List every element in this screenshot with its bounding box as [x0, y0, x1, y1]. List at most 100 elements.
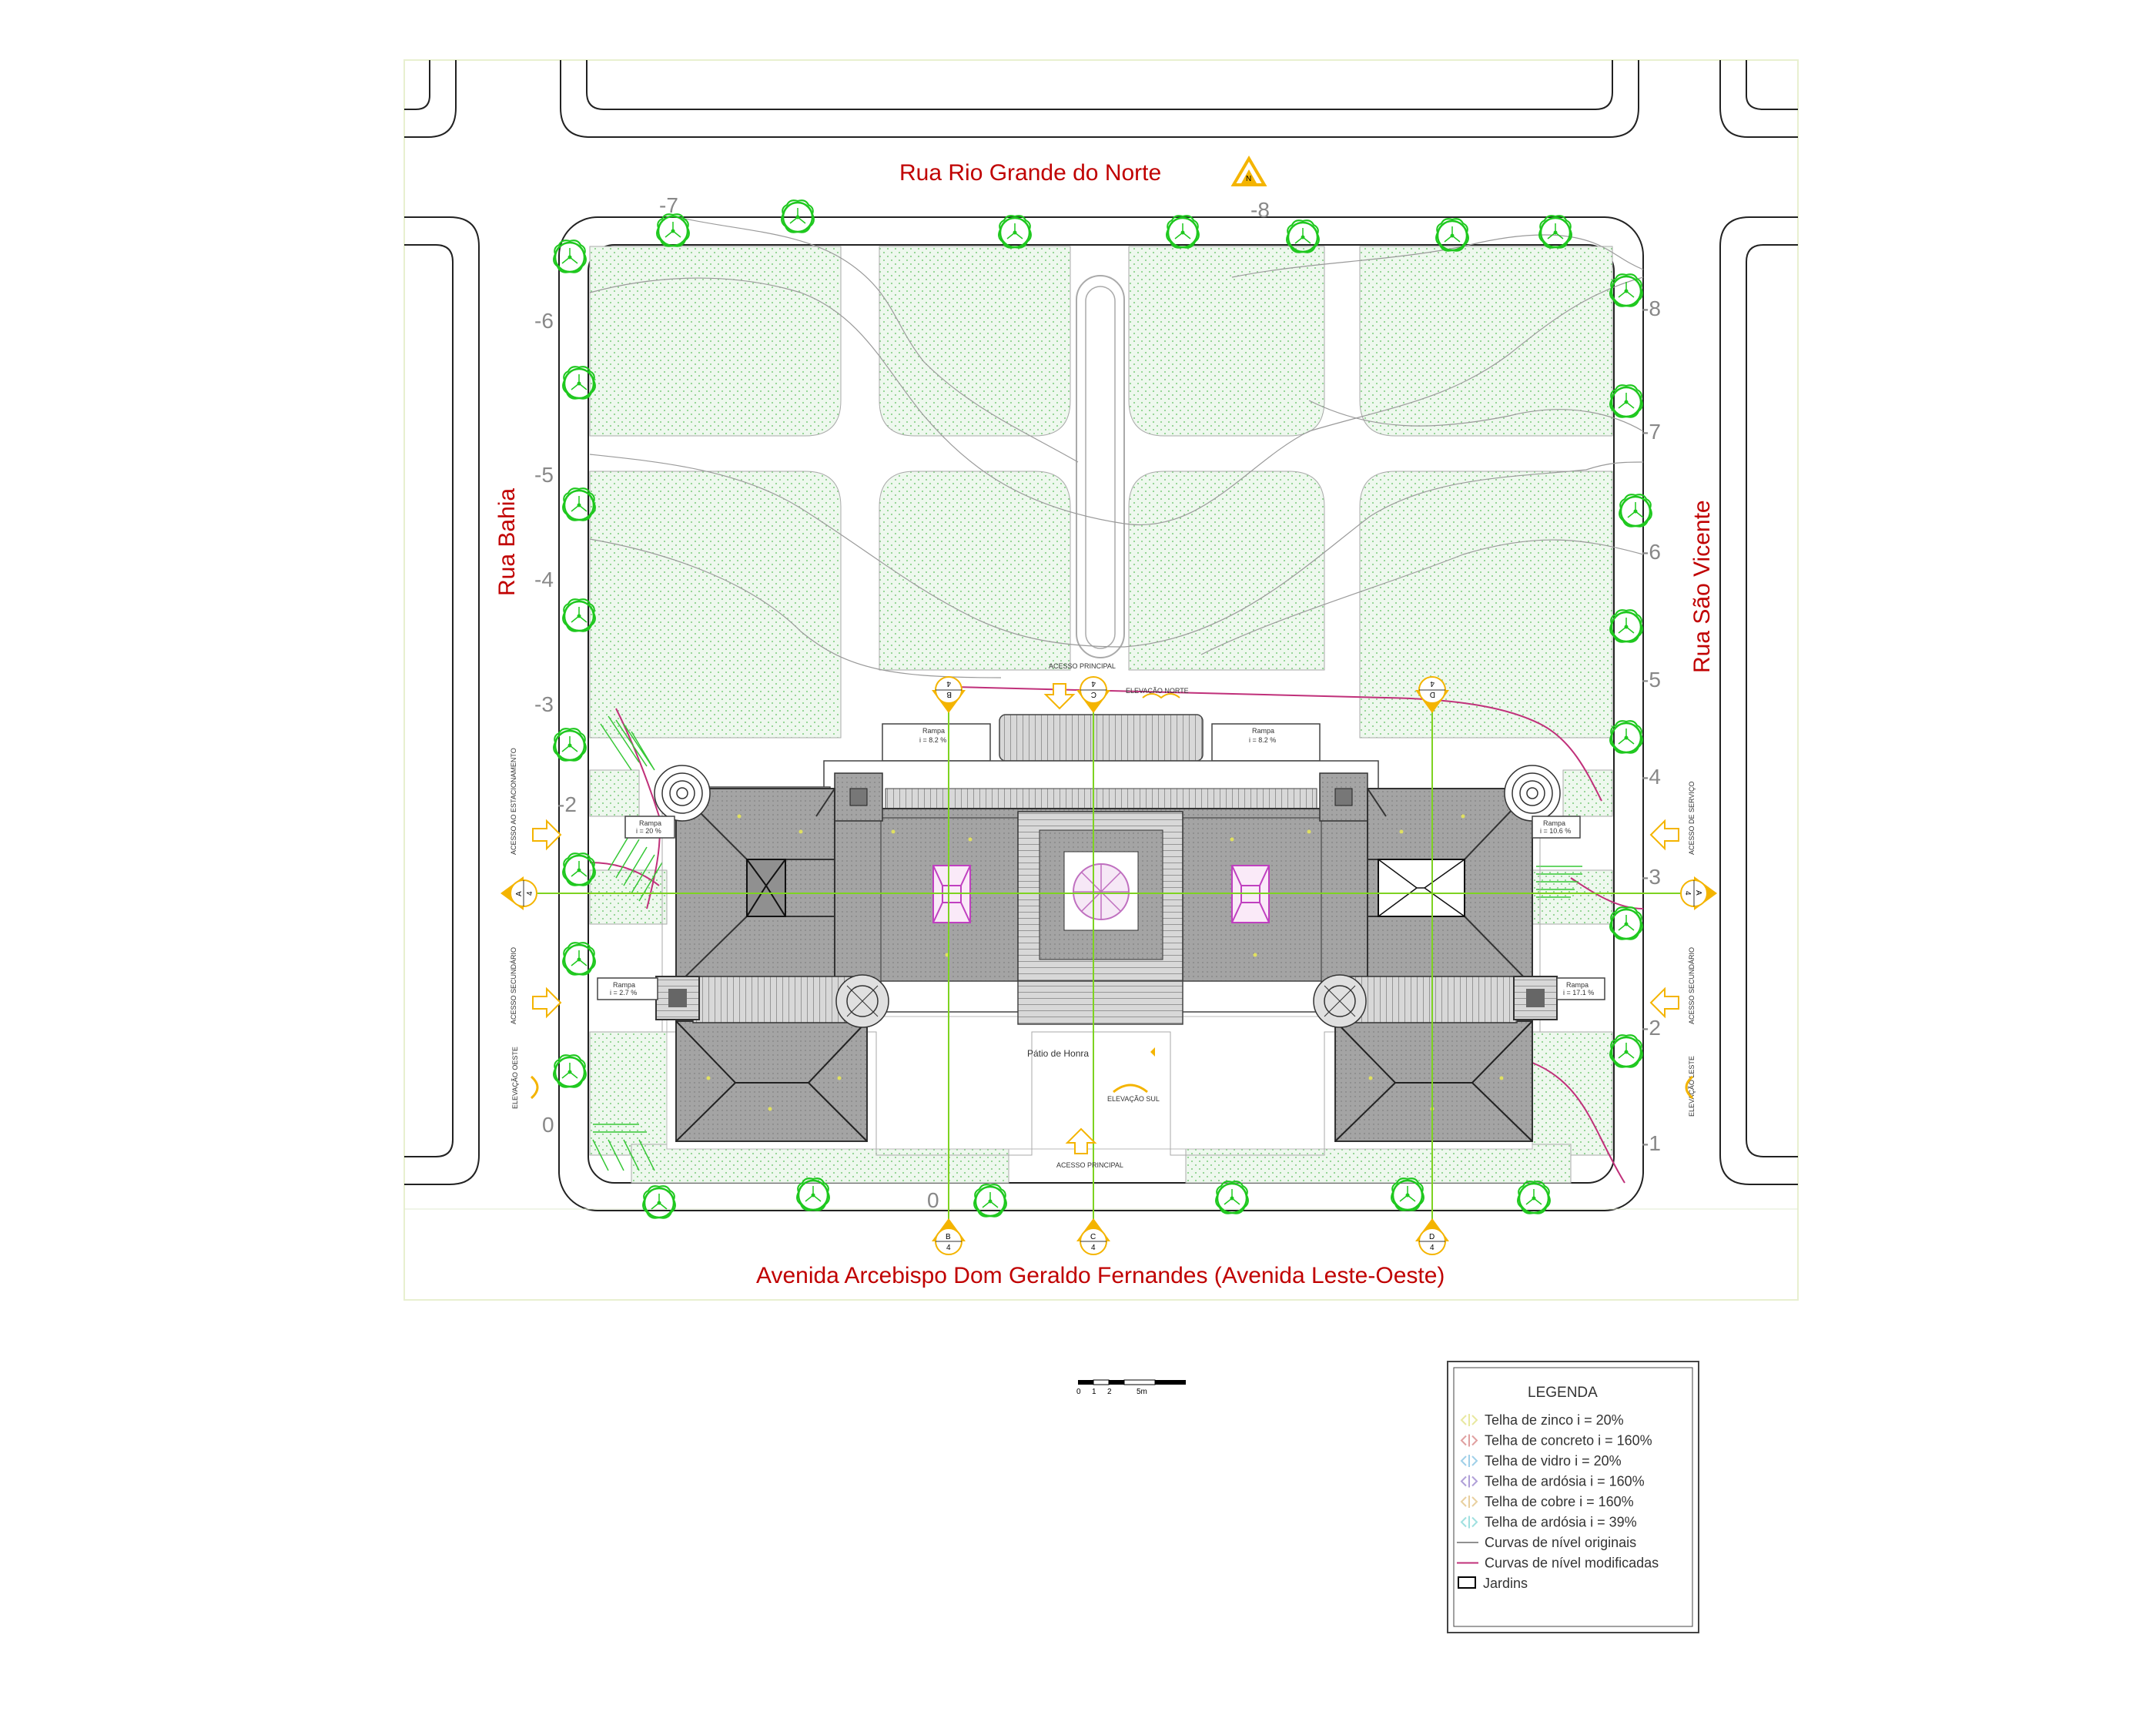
legend-symbol: [1460, 1516, 1478, 1529]
street-name-east: Rua São Vicente: [1689, 500, 1715, 673]
legend-item: Telha de ardósia i = 160%: [1460, 1474, 1645, 1489]
contour-label-right-2: -7: [1642, 420, 1661, 444]
legend-label: Telha de concreto i = 160%: [1485, 1433, 1652, 1449]
legend-label: Telha de ardósia i = 160%: [1485, 1474, 1645, 1489]
legend-item: Curvas de nível modificadas: [1457, 1556, 1659, 1571]
legend: LEGENDA Telha de zinco i = 20% Telha de c…: [1447, 1361, 1699, 1633]
legend-label: Telha de vidro i = 20%: [1485, 1453, 1622, 1469]
north-arrow-label: N: [1246, 175, 1251, 183]
tree-icon: [1609, 608, 1644, 643]
section-marker-c-sheet: 4: [1091, 679, 1096, 688]
legend-item: Telha de ardósia i = 39%: [1460, 1515, 1637, 1530]
original-contours: [589, 216, 1644, 678]
tree-icon: [1618, 493, 1653, 528]
elevation-north-icon: [1142, 693, 1180, 699]
rampa-east-bottom: Rampa: [1566, 981, 1589, 989]
section-marker-d-letter: D: [1429, 1233, 1435, 1241]
section-marker-b-letter: B: [946, 1233, 951, 1241]
section-marker-b-letter: B: [946, 690, 952, 698]
section-marker-d-sheet: 4: [1430, 1244, 1435, 1252]
tree-icon: [561, 941, 597, 976]
street-name-south: Avenida Arcebispo Dom Geraldo Fernandes …: [756, 1263, 1445, 1288]
acesso-principal-south: ACESSO PRINCIPAL: [1056, 1161, 1123, 1169]
scale-tick-2: 2: [1107, 1388, 1112, 1396]
contour-label-left-5: -2: [557, 792, 577, 816]
rampa-west-top: Rampa: [639, 819, 661, 827]
tree-icon: [1214, 1180, 1250, 1214]
tree-icon: [997, 214, 1033, 249]
elevation-south-icon: [1113, 1084, 1148, 1094]
scale-unit: 5m: [1137, 1388, 1147, 1396]
rampa-east-top: Rampa: [1543, 819, 1565, 827]
legend-label: Telha de cobre i = 160%: [1485, 1494, 1634, 1509]
rampa-north-right: Rampa: [1252, 727, 1274, 735]
tree-icon: [1165, 214, 1200, 249]
street-name-north: Rua Rio Grande do Norte: [899, 160, 1161, 186]
legend-label: Curvas de nível modificadas: [1485, 1556, 1659, 1571]
gardens: [589, 246, 1613, 1184]
tree-icon: [1516, 1180, 1552, 1214]
section-marker-a-sheet: 4: [1683, 891, 1692, 896]
elevation-west-icon: [530, 1075, 539, 1100]
road-curbs: [404, 60, 1798, 1211]
section-marker-b-sheet: 4: [946, 679, 951, 688]
legend-label: Jardins: [1483, 1576, 1528, 1591]
legend-title: LEGENDA: [1528, 1385, 1598, 1401]
elevation-east-icon: [1685, 1075, 1694, 1100]
section-marker-c: C4: [1076, 1218, 1110, 1255]
tree-icon: [655, 213, 691, 247]
palace-building: [597, 714, 1605, 1156]
patio-de-honra-label: Pátio de Honra: [1027, 1048, 1089, 1059]
section-marker-d: D4: [1415, 1218, 1449, 1255]
legend-item: Jardins: [1458, 1576, 1528, 1591]
elevacao-oeste-label: ELEVAÇÃO OESTE: [511, 1047, 519, 1109]
elevacao-sul-label: ELEVAÇÃO SUL: [1107, 1095, 1160, 1103]
contour-label-left-1: -6: [534, 309, 554, 333]
north-arrow-icon: N: [1230, 156, 1267, 186]
legend-symbol: [1460, 1434, 1478, 1447]
legend-symbol: [1460, 1496, 1478, 1508]
section-marker-a-letter: A: [1694, 890, 1702, 896]
section-marker-d-sheet: 4: [1430, 679, 1435, 688]
section-marker-c-letter: C: [1091, 690, 1096, 698]
legend-item: Telha de cobre i = 160%: [1460, 1494, 1634, 1509]
section-marker-b: B4: [932, 676, 966, 713]
tree-icon: [641, 1184, 677, 1219]
arrow-left-icon: [1649, 986, 1679, 1019]
arrow-right-icon: [532, 819, 562, 851]
contour-label-top-1: -7: [659, 193, 678, 217]
drawing-frame: [403, 59, 1799, 1301]
scale-tick-1: 1: [1092, 1388, 1096, 1396]
street-name-west: Rua Bahia: [494, 488, 520, 596]
rampa-east-top-slope: i = 10.6 %: [1540, 827, 1571, 835]
tree-icon: [973, 1183, 1008, 1218]
annotations: ACESSO PRINCIPAL ELEVAÇÃO NORTE ACESSO P…: [510, 662, 1696, 1169]
slope-hatching: [592, 715, 1582, 1171]
scale-bar: 0 1 2 5m: [1076, 1379, 1186, 1396]
section-marker-a: A4: [1680, 876, 1717, 910]
section-marker-c-sheet: 4: [1091, 1244, 1096, 1252]
legend-label: Curvas de nível originais: [1485, 1535, 1636, 1550]
contour-label-bottom-1: 0: [927, 1188, 939, 1212]
section-marker-c: C4: [1076, 676, 1110, 713]
contour-label-right-3: -6: [1642, 540, 1661, 564]
legend-symbol: [1460, 1455, 1478, 1467]
legend-item: Telha de zinco i = 20%: [1460, 1412, 1624, 1428]
contour-label-right-1: -8: [1642, 296, 1661, 320]
section-marker-c-letter: C: [1090, 1233, 1096, 1241]
section-marker-d: D4: [1415, 676, 1449, 713]
tree-icon: [1609, 273, 1644, 307]
section-marker-a-sheet: 4: [526, 891, 534, 896]
acesso-secundario-east-label: ACESSO SECUNDÁRIO: [1688, 947, 1696, 1024]
rampa-west-top-slope: i = 20 %: [636, 827, 661, 835]
contour-label-right-6: -3: [1642, 865, 1661, 889]
contour-label-left-3: -4: [534, 568, 554, 591]
rampa-north-right-slope: i = 8.2 %: [1249, 736, 1276, 744]
elevacao-norte-label: ELEVAÇÃO NORTE: [1126, 687, 1189, 695]
contour-label-right-8: -1: [1642, 1131, 1661, 1155]
tree-icon: [1609, 384, 1644, 418]
tree-icon: [1435, 217, 1470, 252]
section-marker-b-sheet: 4: [946, 1244, 951, 1252]
arrow-up-icon: [1065, 1127, 1097, 1154]
